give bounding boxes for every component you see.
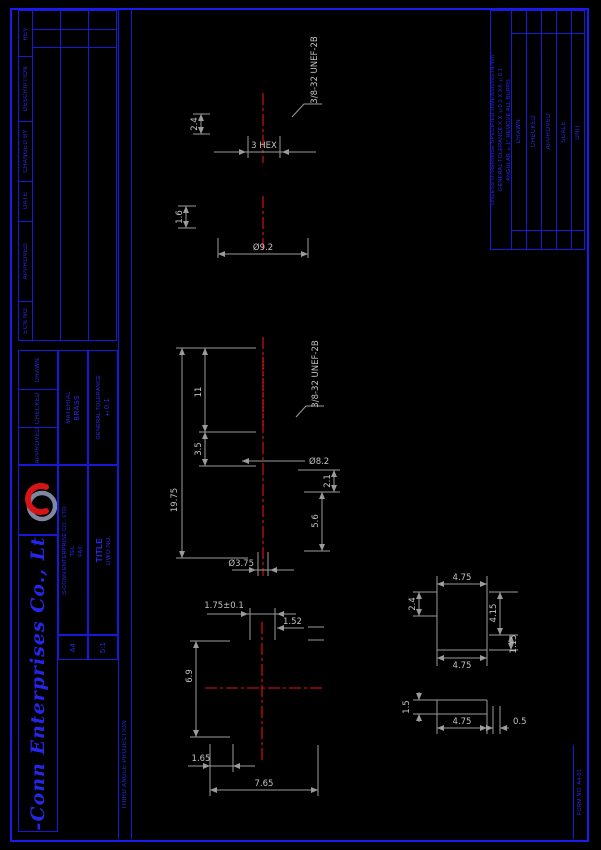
approval-divider [19,389,57,390]
sheet-border [10,8,589,842]
revision-header-ecn: ECN NO [22,307,29,334]
revision-table-divider [19,181,32,182]
company-info-line: FAX: [78,543,84,557]
company-name: S-Conn Enterprises Co., Ltd [27,535,49,832]
revision-table-divider [32,29,116,30]
strip-line-left [118,10,119,839]
notes-divider [511,33,584,34]
form-cell-line [573,745,574,839]
company-info-line: S-CONN ENTERPRISE CO., LTD. [62,505,68,595]
revision-header-rev: REV [22,26,29,41]
revision-table-divider [19,221,32,222]
general-note-line: UNLESS OTHERWISE SPECIFIED DIMENSIONS IN… [491,55,496,205]
revision-table: REV DESCRIPTION CHANGED BY DATE APPROVED… [18,10,117,341]
approval-approved-label: APPROVED [35,427,41,464]
size-cell: A4 [58,635,88,660]
approval-divider [19,427,57,428]
notes-divider [511,230,584,231]
approval-drawn-label: DRAWN [35,357,41,383]
notes-col-drawn: DRAWN [515,119,522,144]
revision-table-divider [32,47,116,48]
revision-table-divider [88,11,89,340]
projection-note: THIRD ANGLE PROJECTION [121,720,128,810]
notes-col-unit: UNIT [574,123,581,140]
approval-checked-label: CHECKED [35,391,41,425]
revision-table-divider [19,121,32,122]
notes-divider [511,11,512,249]
notes-divider [541,11,542,249]
form-note: FORM NO. A4-01 [577,768,583,816]
material-label: MATERIAL [65,391,72,424]
scale-value: 5:1 [99,642,107,653]
company-logo-box [18,465,58,535]
dwg-no-label: DWG NO. [105,535,112,565]
notes-divider [556,11,557,249]
revision-header-approved: APPROVED [22,242,29,280]
revision-table-divider [19,56,32,57]
company-info-box: S-CONN ENTERPRISE CO., LTD. TEL: FAX: [58,465,88,635]
title-block: TITLE DWG NO. [88,465,118,635]
tolerance-title: GENERAL TOLERANCE [95,375,102,440]
title-label: TITLE [94,537,104,563]
material-value: BRASS [73,394,81,421]
notes-divider [571,11,572,249]
revision-header-date: DATE [22,192,29,210]
scale-cell: 5:1 [88,635,118,660]
notes-divider [526,11,527,249]
approval-block: DRAWN CHECKED APPROVED [18,350,58,465]
tolerance-value: ±0.1 [103,398,111,417]
company-name-box: S-Conn Enterprises Co., Ltd [18,535,58,832]
company-logo-icon [25,483,57,522]
material-block: MATERIAL BRASS [58,350,88,465]
revision-header-description: DESCRIPTION [22,65,29,112]
projection-note-cell: THIRD ANGLE PROJECTION [118,695,131,835]
revision-table-divider [19,301,32,302]
company-info-line: TEL: [70,543,76,557]
revision-table-divider [60,11,61,340]
revision-table-divider [32,11,33,340]
notes-table: UNLESS OTHERWISE SPECIFIED DIMENSIONS IN… [490,10,585,250]
notes-col-scale: SCALE [560,120,567,143]
strip-line-right [131,10,132,839]
notes-col-checked: CHECKED [530,115,537,148]
general-note-line: GENERAL TOLERANCE X.X ±0.2 X.XX ±0.1 [498,68,504,192]
notes-col-approved: APPROVED [545,113,552,150]
tolerance-block: GENERAL TOLERANCE ±0.1 [88,350,118,465]
revision-header-changed-by: CHANGED BY [22,129,29,173]
size-value: A4 [69,642,77,653]
form-note-cell: FORM NO. A4-01 [573,748,587,836]
